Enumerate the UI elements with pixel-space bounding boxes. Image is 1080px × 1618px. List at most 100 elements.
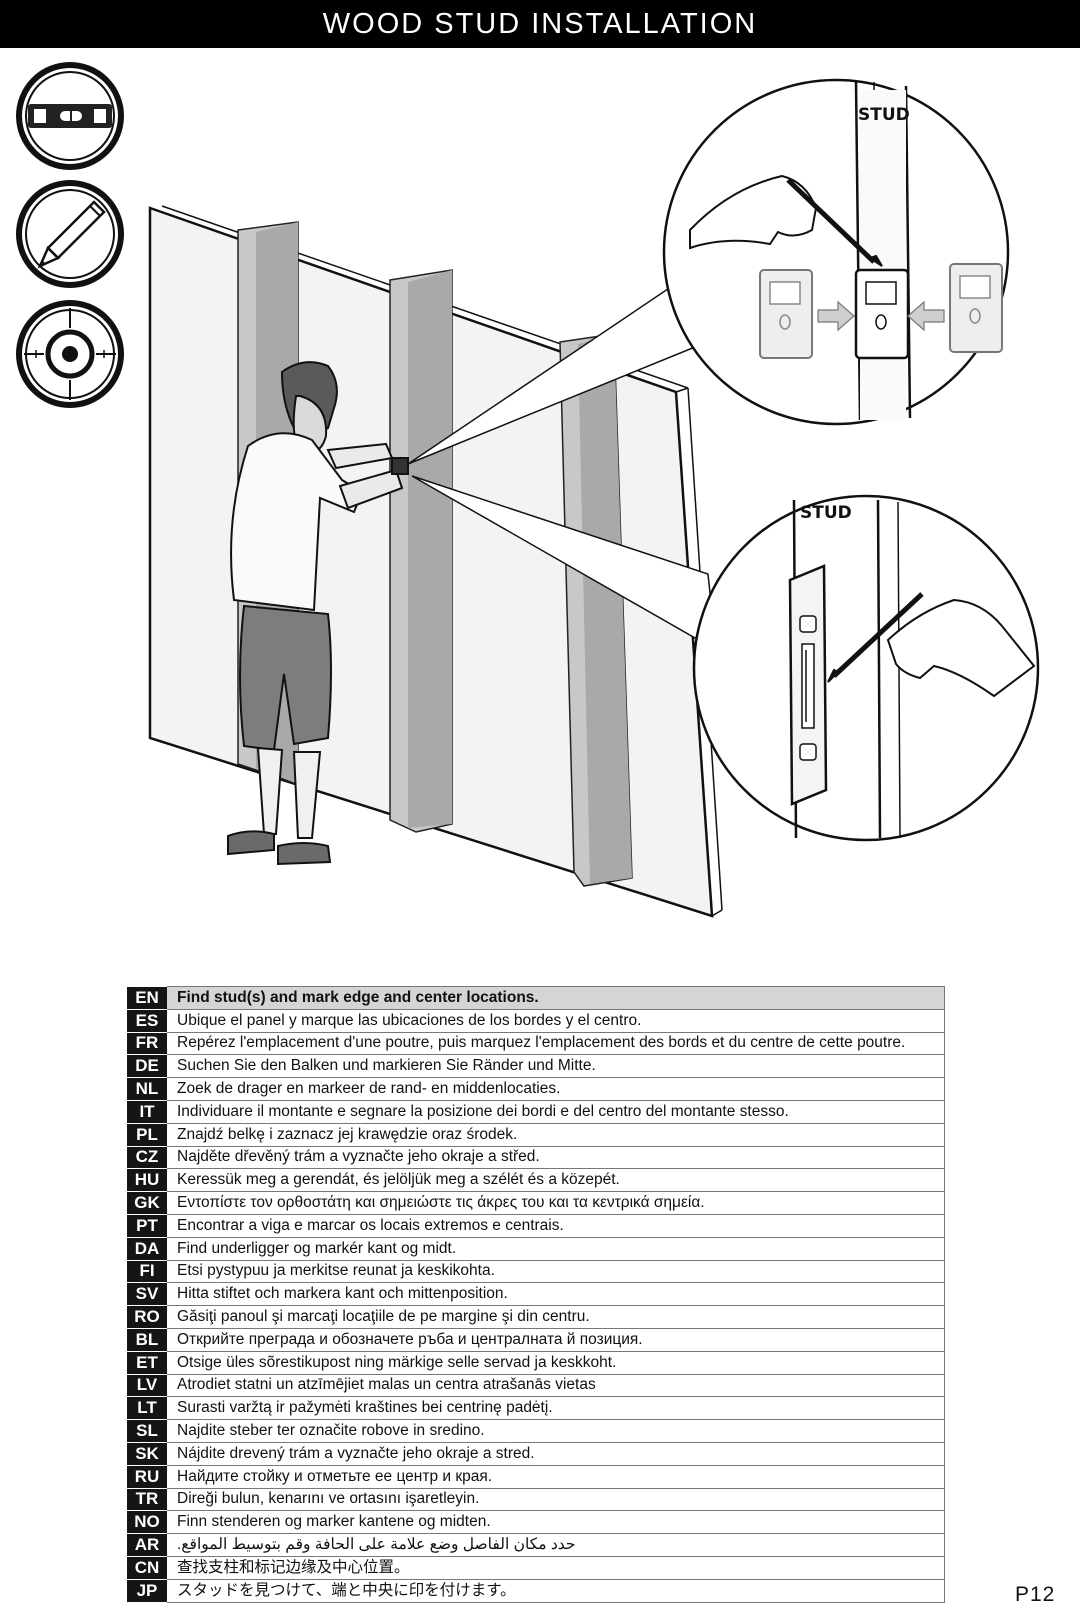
instruction-text: Keressük meg a gerendát, és jelöljük meg… <box>167 1168 945 1193</box>
instruction-text: Znajdź belkę i zaznacz jej krawędzie ora… <box>167 1123 945 1147</box>
page-header: WOOD STUD INSTALLATION <box>0 0 1080 48</box>
instruction-text: Găsiţi panoul şi marcaţi locaţiile de pe… <box>167 1305 945 1329</box>
instruction-text: Individuare il montante e segnare la pos… <box>167 1100 945 1124</box>
instruction-text: Surasti varžtą ir pažymėti kraštines bei… <box>167 1396 945 1421</box>
language-code: NO <box>127 1510 167 1535</box>
stud-2 <box>389 269 453 833</box>
callout-bottom-stud-label: STUD <box>800 503 852 523</box>
language-code: FI <box>127 1260 167 1284</box>
language-code: NL <box>127 1077 167 1101</box>
instruction-text: Etsi pystypuu ja merkitse reunat ja kesk… <box>167 1260 945 1284</box>
instruction-text: Atrodiet statni un atzīmējiet malas un c… <box>167 1374 945 1398</box>
language-code: LT <box>127 1396 167 1421</box>
language-code: SV <box>127 1282 167 1307</box>
instruction-text: スタッドを見つけて、端と中央に印を付けます。 <box>167 1579 945 1603</box>
instruction-text: Suchen Sie den Balken und markieren Sie … <box>167 1054 945 1079</box>
instruction-text: Otsige üles sõrestikupost ning märkige s… <box>167 1351 945 1375</box>
page-number: P12 <box>1015 1583 1056 1606</box>
language-code: ES <box>127 1009 167 1033</box>
instruction-text: Najdite steber ter označite robove in sr… <box>167 1419 945 1443</box>
instruction-text: 查找支柱和标记边缘及中心位置。 <box>167 1556 945 1580</box>
language-code: CN <box>127 1556 167 1580</box>
language-code: CZ <box>127 1146 167 1170</box>
stud-finder-level <box>788 564 828 806</box>
callout-top: STUD <box>662 78 1010 426</box>
stud-installation-illustration: STUD STUD <box>148 78 1040 918</box>
instruction-text: Find underligger og markér kant og midt. <box>167 1237 945 1261</box>
hand-with-pencil-top <box>689 174 883 267</box>
language-code: DE <box>127 1054 167 1079</box>
level-icon <box>16 62 124 170</box>
target-icon <box>16 300 124 408</box>
language-code: HU <box>127 1168 167 1193</box>
hand-with-pencil-bottom <box>827 592 1036 698</box>
callout-top-stud-label: STUD <box>858 105 910 125</box>
language-code: DA <box>127 1237 167 1261</box>
language-code: IT <box>127 1100 167 1124</box>
language-code: LV <box>127 1374 167 1398</box>
instruction-text: Zoek de drager en markeer de rand- en mi… <box>167 1077 945 1101</box>
instruction-text: Ubique el panel y marque las ubicaciones… <box>167 1009 945 1033</box>
pencil-icon <box>16 180 124 288</box>
instruction-text: Najděte dřevěný trám a vyznačte jeho okr… <box>167 1146 945 1170</box>
language-code: SL <box>127 1419 167 1443</box>
instruction-text: Εντοπίστε τον ορθοστάτη και σημειώστε τι… <box>167 1191 945 1215</box>
language-code: FR <box>127 1032 167 1056</box>
instruction-text: Repérez l'emplacement d'une poutre, puis… <box>167 1032 945 1056</box>
stud-finder-center <box>854 268 910 360</box>
language-code: ET <box>127 1351 167 1375</box>
instruction-text: Открийте преграда и обозначете ръба и це… <box>167 1328 945 1352</box>
instruction-text: Find stud(s) and mark edge and center lo… <box>167 986 945 1010</box>
language-code: EN <box>127 986 167 1010</box>
instruction-text: Hitta stiftet och markera kant och mitte… <box>167 1282 945 1307</box>
instruction-text: Finn stenderen og marker kantene og midt… <box>167 1510 945 1535</box>
instruction-text: Nájdite drevený trám a vyznačte jeho okr… <box>167 1442 945 1466</box>
instruction-text: Найдите стойку и отметьте ее центр и кра… <box>167 1465 945 1489</box>
language-code: GK <box>127 1191 167 1215</box>
language-code: RU <box>127 1465 167 1489</box>
man-figure <box>227 361 409 866</box>
instruction-text: حدد مكان الفاصل وضع علامة على الحافة وقم… <box>167 1533 945 1557</box>
language-code: PL <box>127 1123 167 1147</box>
language-code: AR <box>127 1533 167 1557</box>
language-code: TR <box>127 1488 167 1512</box>
language-code: RO <box>127 1305 167 1329</box>
stud-3 <box>559 333 633 887</box>
instruction-text: Encontrar a viga e marcar os locais extr… <box>167 1214 945 1238</box>
language-code: SK <box>127 1442 167 1466</box>
page-title: WOOD STUD INSTALLATION <box>322 8 758 40</box>
stud-finder-left <box>759 269 813 359</box>
language-code: PT <box>127 1214 167 1238</box>
stud-finder-right <box>949 263 1003 353</box>
language-code: BL <box>127 1328 167 1352</box>
instruction-text: Direği bulun, kenarını ve ortasını işare… <box>167 1488 945 1512</box>
